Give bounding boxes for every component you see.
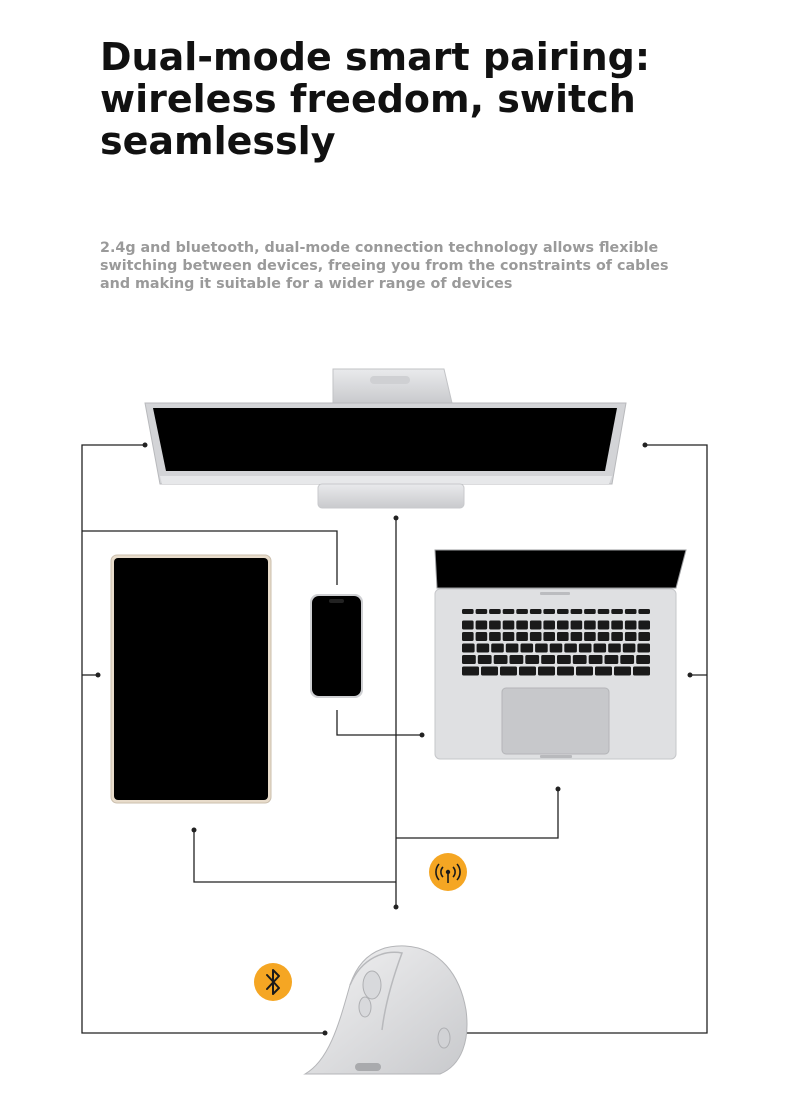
keyboard-key <box>636 655 650 664</box>
keyboard-key <box>543 609 555 614</box>
keyboard-key <box>500 666 517 676</box>
keyboard-key <box>611 632 623 641</box>
keyboard-key <box>584 620 596 630</box>
wireless-signal-icon <box>429 853 467 891</box>
keyboard-key <box>520 643 534 653</box>
keyboard-key <box>557 666 574 676</box>
keyboard-key <box>477 655 492 664</box>
keyboard-key <box>516 620 528 630</box>
keyboard-key <box>516 632 528 641</box>
keyboard-key <box>604 655 619 664</box>
keyboard-key <box>525 655 540 664</box>
keyboard-key <box>502 632 515 641</box>
keyboard-key <box>529 609 542 614</box>
page-title: Dual-mode smart pairing: wireless freedo… <box>100 35 651 163</box>
keyboard-key <box>475 609 488 614</box>
keyboard-key <box>637 643 650 653</box>
keyboard-key <box>597 632 610 641</box>
phone-image <box>310 594 363 698</box>
keyboard-key <box>489 609 501 614</box>
line-right-outer <box>462 444 708 1034</box>
keyboard-key <box>570 620 583 630</box>
keyboard-key <box>570 632 583 641</box>
keyboard-key <box>529 632 542 641</box>
keyboard-key <box>462 620 474 630</box>
keyboard-key <box>608 643 621 653</box>
keyboard-key <box>535 643 548 653</box>
keyboard-key <box>638 609 650 614</box>
keyboard-key <box>462 632 474 641</box>
keyboard-key <box>462 643 475 653</box>
keyboard-key <box>557 620 569 630</box>
keyboard-key <box>509 655 524 664</box>
line-left-outer <box>81 444 325 1034</box>
keyboard-key <box>489 632 501 641</box>
keyboard-key <box>502 609 515 614</box>
keyboard-key <box>557 655 571 664</box>
keyboard-key <box>475 632 488 641</box>
keyboard-key <box>584 632 596 641</box>
keyboard-key <box>570 609 583 614</box>
keyboard-key <box>543 632 555 641</box>
keyboard-key <box>595 666 612 676</box>
keyboard-key <box>519 666 536 676</box>
keyboard-key <box>620 655 635 664</box>
keyboard-key <box>611 609 623 614</box>
keyboard-key <box>576 666 593 676</box>
laptop-image <box>434 549 687 760</box>
keyboard-key <box>593 643 607 653</box>
keyboard-key <box>516 609 528 614</box>
line-tablet-phone <box>82 530 338 585</box>
keyboard-key <box>529 620 542 630</box>
keyboard-key <box>538 666 555 676</box>
keyboard-key <box>481 666 498 676</box>
keyboard-key <box>541 655 555 664</box>
keyboard-key <box>557 632 569 641</box>
line-laptop-center <box>396 789 559 839</box>
page-subtitle: 2.4g and bluetooth, dual-mode connection… <box>100 240 669 292</box>
keyboard-key <box>505 643 519 653</box>
keyboard-key <box>572 655 587 664</box>
keyboard-key <box>611 620 623 630</box>
keyboard-key <box>614 666 631 676</box>
keyboard-key <box>502 620 515 630</box>
keyboard-key <box>462 666 479 676</box>
vertical-mouse-image <box>303 945 468 1075</box>
monitor-image <box>144 368 627 509</box>
keyboard-key <box>633 666 650 676</box>
keyboard-key <box>549 643 563 653</box>
line-phone-laptop <box>336 710 422 736</box>
keyboard-key <box>624 620 637 630</box>
keyboard <box>462 609 650 676</box>
keyboard-key <box>638 632 650 641</box>
keyboard-key <box>624 632 637 641</box>
keyboard-key <box>588 655 603 664</box>
keyboard-key <box>564 643 577 653</box>
keyboard-key <box>543 620 555 630</box>
keyboard-key <box>475 620 488 630</box>
keyboard-key <box>597 620 610 630</box>
keyboard-key <box>597 609 610 614</box>
keyboard-key <box>489 620 501 630</box>
keyboard-key <box>462 609 474 614</box>
keyboard-key <box>557 609 569 614</box>
connection-lines <box>81 444 708 1034</box>
keyboard-key <box>622 643 636 653</box>
keyboard-key <box>638 620 650 630</box>
keyboard-key <box>491 643 504 653</box>
keyboard-key <box>578 643 592 653</box>
tablet-image <box>110 554 272 804</box>
bluetooth-icon <box>254 963 292 1001</box>
keyboard-key <box>462 655 476 664</box>
keyboard-key <box>476 643 490 653</box>
keyboard-key <box>493 655 508 664</box>
keyboard-key <box>624 609 637 614</box>
keyboard-key <box>584 609 596 614</box>
line-tablet-center <box>193 830 396 883</box>
